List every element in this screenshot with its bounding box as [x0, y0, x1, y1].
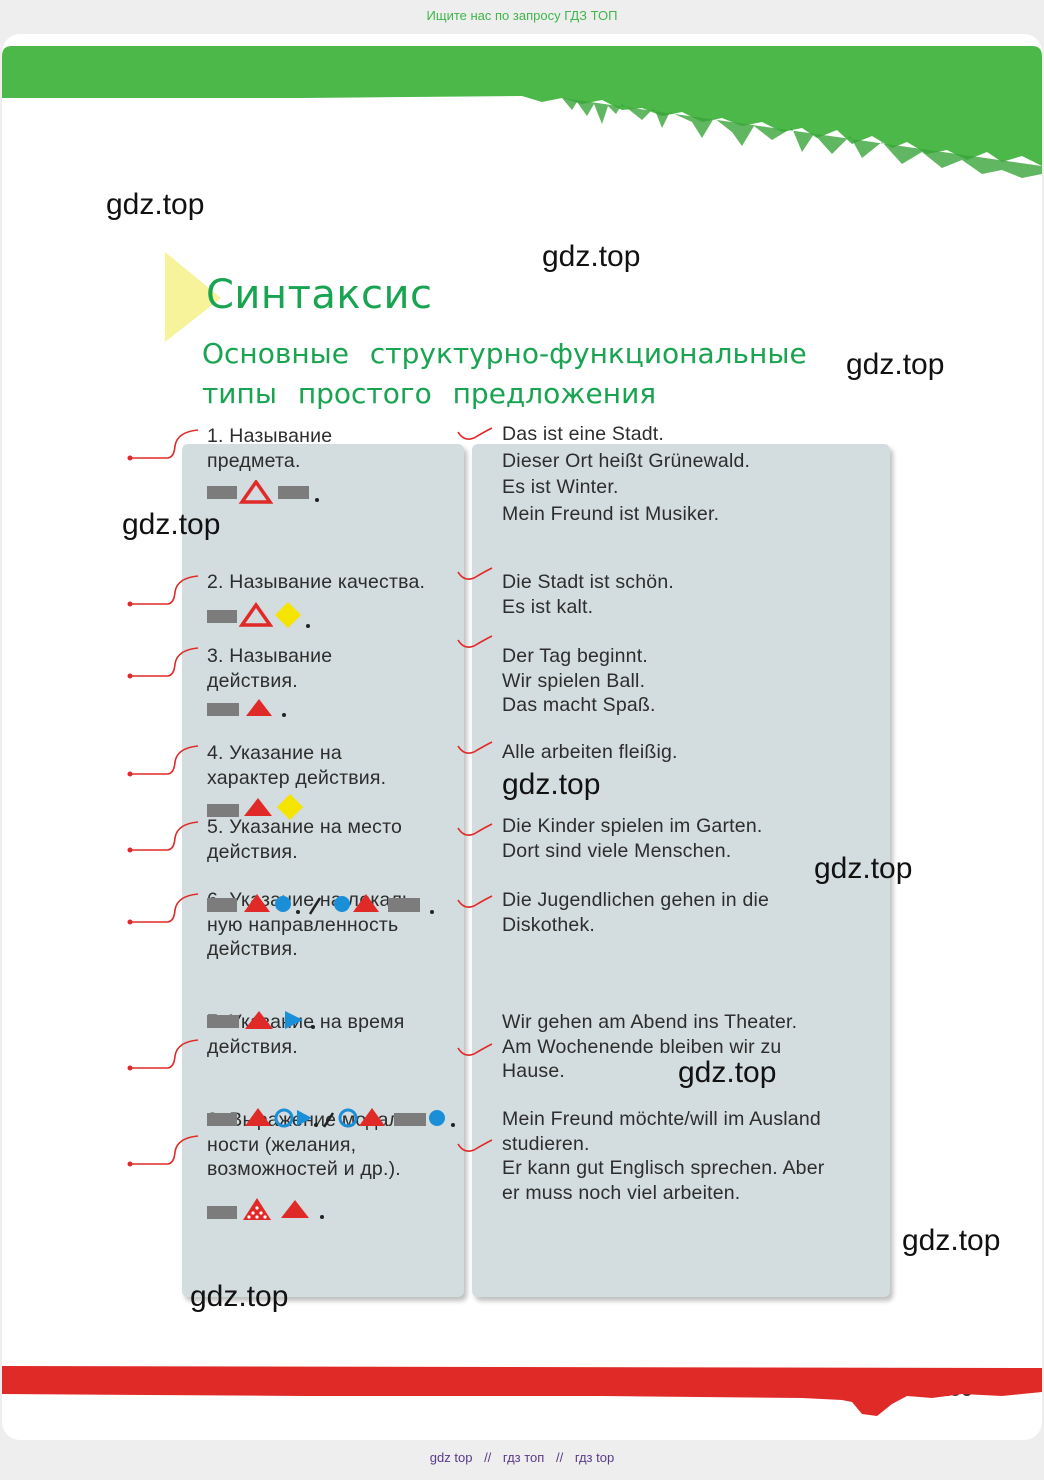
period-dot — [296, 910, 300, 914]
period-dot — [430, 910, 434, 914]
red-footer-band — [2, 1366, 1042, 1416]
watermark: gdz.top — [502, 768, 601, 801]
watermark: gdz.top — [678, 1056, 777, 1089]
object-bar — [278, 486, 309, 499]
subject-bar — [207, 703, 239, 716]
predicate-outline-triangle — [238, 601, 274, 627]
green-header-band — [2, 46, 1042, 178]
footer-separator: // — [555, 1450, 564, 1465]
period-dot — [315, 498, 319, 502]
scheme-3 — [207, 699, 286, 717]
page-title: Синтаксис — [206, 272, 433, 318]
scheme-4 — [207, 794, 303, 820]
manner-diamond — [277, 794, 303, 820]
examples-3: Der Tag beginnt. Wir spielen Ball. Das m… — [502, 645, 656, 716]
textbook-page: Синтаксис Основные структурно-функционал… — [2, 34, 1042, 1440]
predicate-triangle — [246, 699, 272, 716]
subject-bar — [207, 1113, 237, 1126]
direction-arrow — [297, 1110, 312, 1126]
examples-4: Alle arbeiten fleißig. — [502, 741, 678, 763]
subject-bar — [207, 804, 239, 817]
direction-arrow — [285, 1011, 303, 1029]
watermark: gdz.top — [902, 1224, 1001, 1257]
scheme-2 — [207, 601, 310, 628]
page-subtitle: Основные структурно-функциональные типы … — [202, 334, 822, 414]
predicate-triangle — [359, 1108, 385, 1126]
place-circle — [275, 896, 291, 912]
scheme-7 — [207, 1108, 455, 1128]
slash — [308, 897, 322, 915]
watermark: gdz.top — [106, 188, 205, 221]
type-item-4: 4. Указание на характер действия. — [207, 742, 387, 789]
period-dot — [311, 1025, 315, 1029]
subject-bar — [207, 486, 237, 499]
predicate-triangle — [281, 1200, 309, 1218]
predicate-triangle — [245, 1108, 271, 1126]
examples-7: Wir gehen am Abend ins Theater. Am Woche… — [502, 1011, 798, 1082]
place-circle — [334, 896, 350, 912]
footer-link-2[interactable]: гдз топ — [502, 1450, 545, 1465]
scheme-5 — [207, 894, 434, 915]
watermark: gdz.top — [814, 852, 913, 885]
footer-link-1[interactable]: gdz top — [429, 1450, 473, 1465]
period-dot — [314, 1123, 318, 1127]
watermark: gdz.top — [122, 508, 221, 541]
subject-bar — [388, 898, 420, 912]
connector-lines — [127, 427, 493, 1167]
subtitle-line-2: типы простого предложения — [202, 377, 657, 410]
subject-bar — [394, 1113, 426, 1126]
search-hint-link[interactable]: Ищите нас по запросу ГДЗ ТОП — [426, 8, 618, 23]
type-item-5: 5. Указание на место действия. — [207, 816, 403, 863]
bottom-links: gdz top // гдз топ // гдз top — [0, 1450, 1044, 1465]
quality-diamond — [275, 602, 301, 628]
scheme-1 — [207, 480, 319, 504]
examples-panel — [472, 444, 890, 1297]
scheme-8 — [207, 1198, 324, 1220]
place-circle — [429, 1110, 445, 1126]
examples-5: Die Kinder spielen im Garten. Dort sind … — [502, 815, 763, 862]
subject-bar — [207, 1206, 237, 1219]
types-panel — [182, 444, 464, 1297]
type-item-3: 3. Называние действия. — [207, 645, 333, 692]
type-item-1: 1. Называние предмета. — [207, 425, 333, 472]
subject-bar — [207, 898, 237, 912]
subject-bar — [207, 1015, 239, 1028]
time-circle — [338, 1108, 358, 1128]
predicate-triangle — [353, 894, 379, 912]
period-dot — [451, 1123, 455, 1127]
footer-separator: // — [484, 1450, 492, 1465]
scheme-6 — [207, 1011, 315, 1029]
examples-6: Die Jugendlichen gehen in die Diskothek. — [502, 889, 770, 936]
top-banner: Ищите нас по запросу ГДЗ ТОП — [0, 0, 1044, 34]
time-circle — [274, 1108, 294, 1128]
slash — [322, 1112, 335, 1128]
period-dot — [282, 713, 286, 717]
period-dot — [320, 1215, 324, 1219]
subject-bar — [207, 610, 237, 623]
watermark: gdz.top — [190, 1280, 289, 1313]
predicate-outline-triangle — [238, 480, 274, 504]
watermark: gdz.top — [542, 240, 641, 273]
subtitle-line-1: Основные структурно-функциональные — [202, 337, 807, 370]
type-item-2: 2. Называние качества. — [207, 571, 426, 593]
watermark: gdz.top — [846, 348, 945, 381]
footer-link-3[interactable]: гдз top — [574, 1450, 615, 1465]
examples-8: Mein Freund möchte/will im Ausland studi… — [502, 1108, 825, 1204]
predicate-triangle — [245, 1011, 273, 1029]
predicate-triangle — [244, 894, 270, 912]
examples-1: Das ist eine Stadt. Dieser Ort heißt Grü… — [502, 423, 751, 525]
predicate-triangle — [244, 798, 272, 816]
period-dot — [306, 624, 310, 628]
yellow-triangle-decoration — [165, 252, 221, 342]
examples-2: Die Stadt ist schön. Es ist kalt. — [502, 571, 674, 618]
